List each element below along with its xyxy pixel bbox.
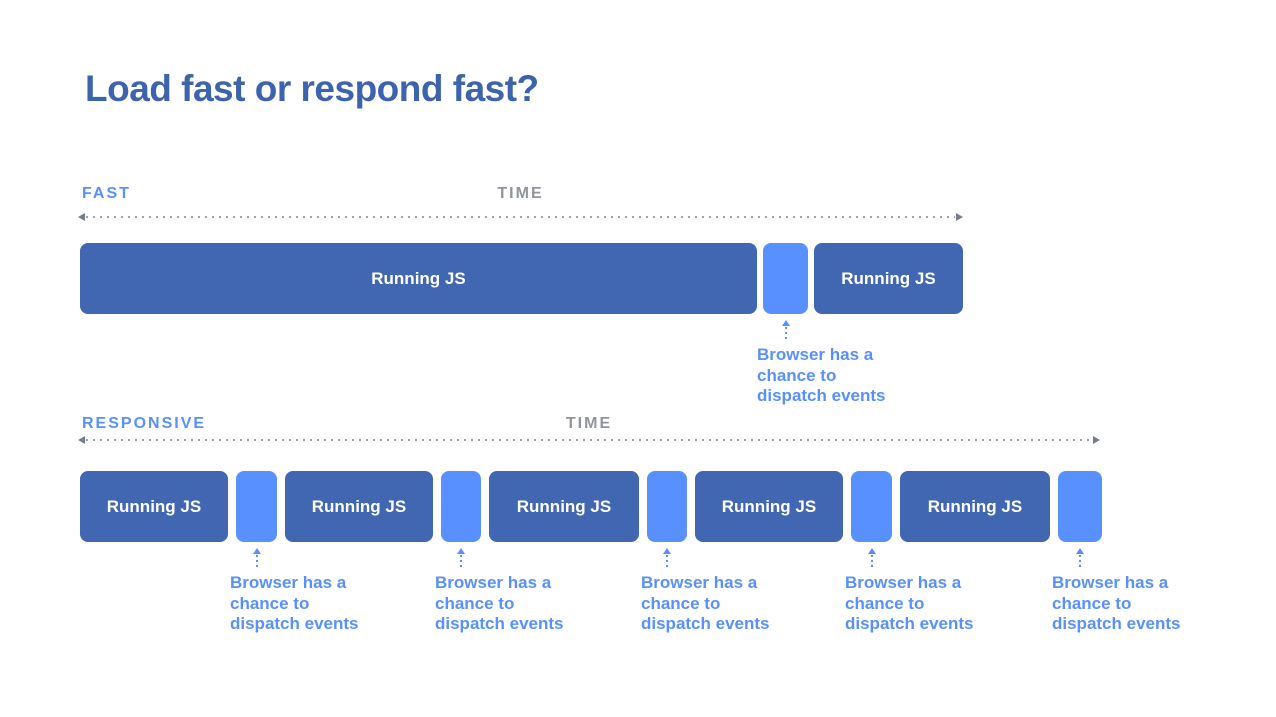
time-axis-label: TIME [497,185,544,202]
axis-arrowhead-right-icon [956,213,963,221]
running-js-block: Running JS [80,243,757,314]
annotation-dotted-line [666,555,668,569]
axis-arrowhead-left-icon [78,436,85,444]
running-js-block: Running JS [489,471,639,542]
annotation-line: chance to [230,593,310,613]
annotation-arrowhead [1076,548,1084,554]
timeline-label: FAST [82,185,131,202]
annotation-dotted-line [1079,555,1081,569]
annotation-arrowhead [663,548,671,554]
time-axis-arrow [78,213,963,222]
annotation-line: dispatch events [230,614,359,633]
idle-gap-block [1058,471,1102,542]
annotation-line: Browser has a [230,573,347,592]
annotation-dotted-line [460,555,462,569]
annotation-arrowhead [457,548,465,554]
annotation-line: dispatch events [1052,614,1181,633]
running-js-block: Running JS [80,471,228,542]
timeline-label: RESPONSIVE [82,415,207,432]
annotation-arrowhead [252,548,261,554]
annotation-dotted-line [784,327,787,341]
annotation-line: chance to [435,593,515,613]
axis-dotted-line [86,439,1092,441]
time-axis-arrow [78,436,1100,445]
annotation-dotted-line [870,555,873,569]
annotation-line: Browser has a [757,345,874,364]
annotation-line: dispatch events [757,386,886,405]
timeline-bars: Running JS Running JS Running JS Running JS… [80,471,1102,542]
annotation-line: Browser has a [845,573,962,592]
annotation-line: chance to [641,593,721,613]
idle-gap-block [851,471,892,542]
time-axis-label: TIME [565,415,613,432]
annotation-line: dispatch events [641,614,770,633]
annotation-dotted-line [255,555,258,569]
annotation-line: chance to [845,593,925,613]
axis-arrowhead-left-icon [78,213,85,221]
running-js-block: Running JS [814,243,963,314]
annotation-line: dispatch events [435,614,564,633]
annotation-line: Browser has a [641,573,758,592]
annotation-line: dispatch events [845,614,974,633]
annotation-line: Browser has a [1052,573,1169,592]
annotation-arrowhead [781,320,790,326]
page-title: Load fast or respond fast? [85,68,539,109]
running-js-block: Running JS [695,471,843,542]
idle-gap-block [647,471,687,542]
axis-dotted-line [86,216,955,218]
annotation-line: chance to [757,365,837,385]
annotation-line: Browser has a [435,573,552,592]
idle-gap-block [763,243,808,314]
timeline-bars: Running JS Running JS [80,243,963,314]
idle-gap-block [441,471,481,542]
annotation-arrowhead [867,548,876,554]
axis-arrowhead-right-icon [1093,436,1100,444]
annotation-line: chance to [1052,593,1132,613]
idle-gap-block [236,471,277,542]
running-js-block: Running JS [900,471,1050,542]
running-js-block: Running JS [285,471,433,542]
